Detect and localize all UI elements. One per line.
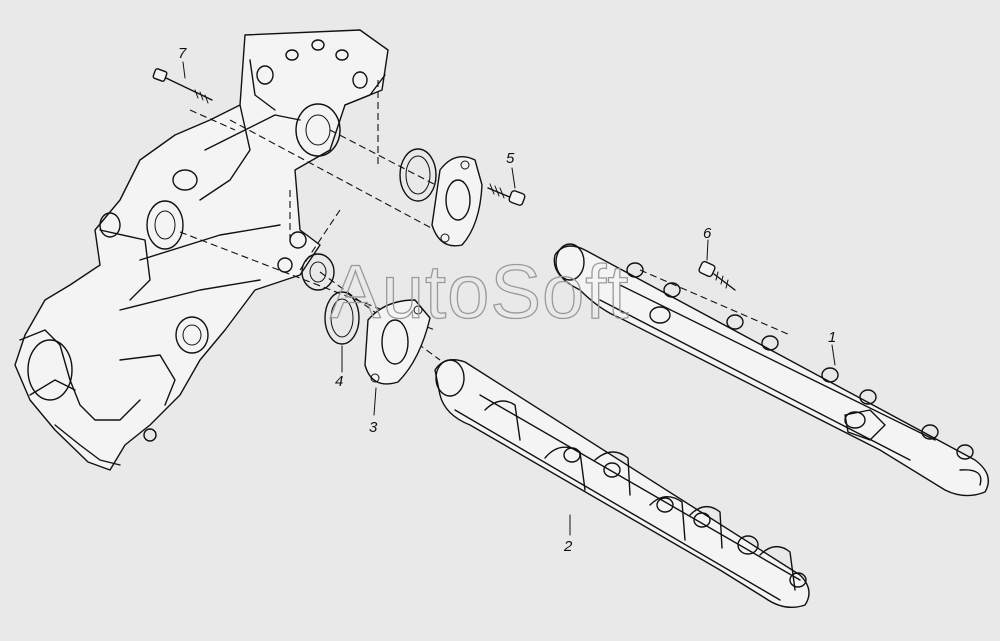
callout-5: 5 xyxy=(506,150,515,167)
callout-7: 7 xyxy=(178,45,187,62)
manifold-pipe-1 xyxy=(553,243,989,497)
callout-3: 3 xyxy=(369,419,378,436)
manifold-pipe-2 xyxy=(434,359,810,608)
bolt-7 xyxy=(152,68,213,104)
callout-2: 2 xyxy=(563,538,573,555)
bolt-6 xyxy=(698,260,736,291)
callout-1: 1 xyxy=(828,329,836,346)
upper-gasket-and-flange xyxy=(399,148,526,247)
callout-4: 4 xyxy=(335,373,343,390)
watermark-text: AutoSoft xyxy=(330,250,630,335)
leader-lines xyxy=(182,61,836,536)
callout-6: 6 xyxy=(703,225,712,242)
lower-gasket-and-flange xyxy=(324,291,431,385)
